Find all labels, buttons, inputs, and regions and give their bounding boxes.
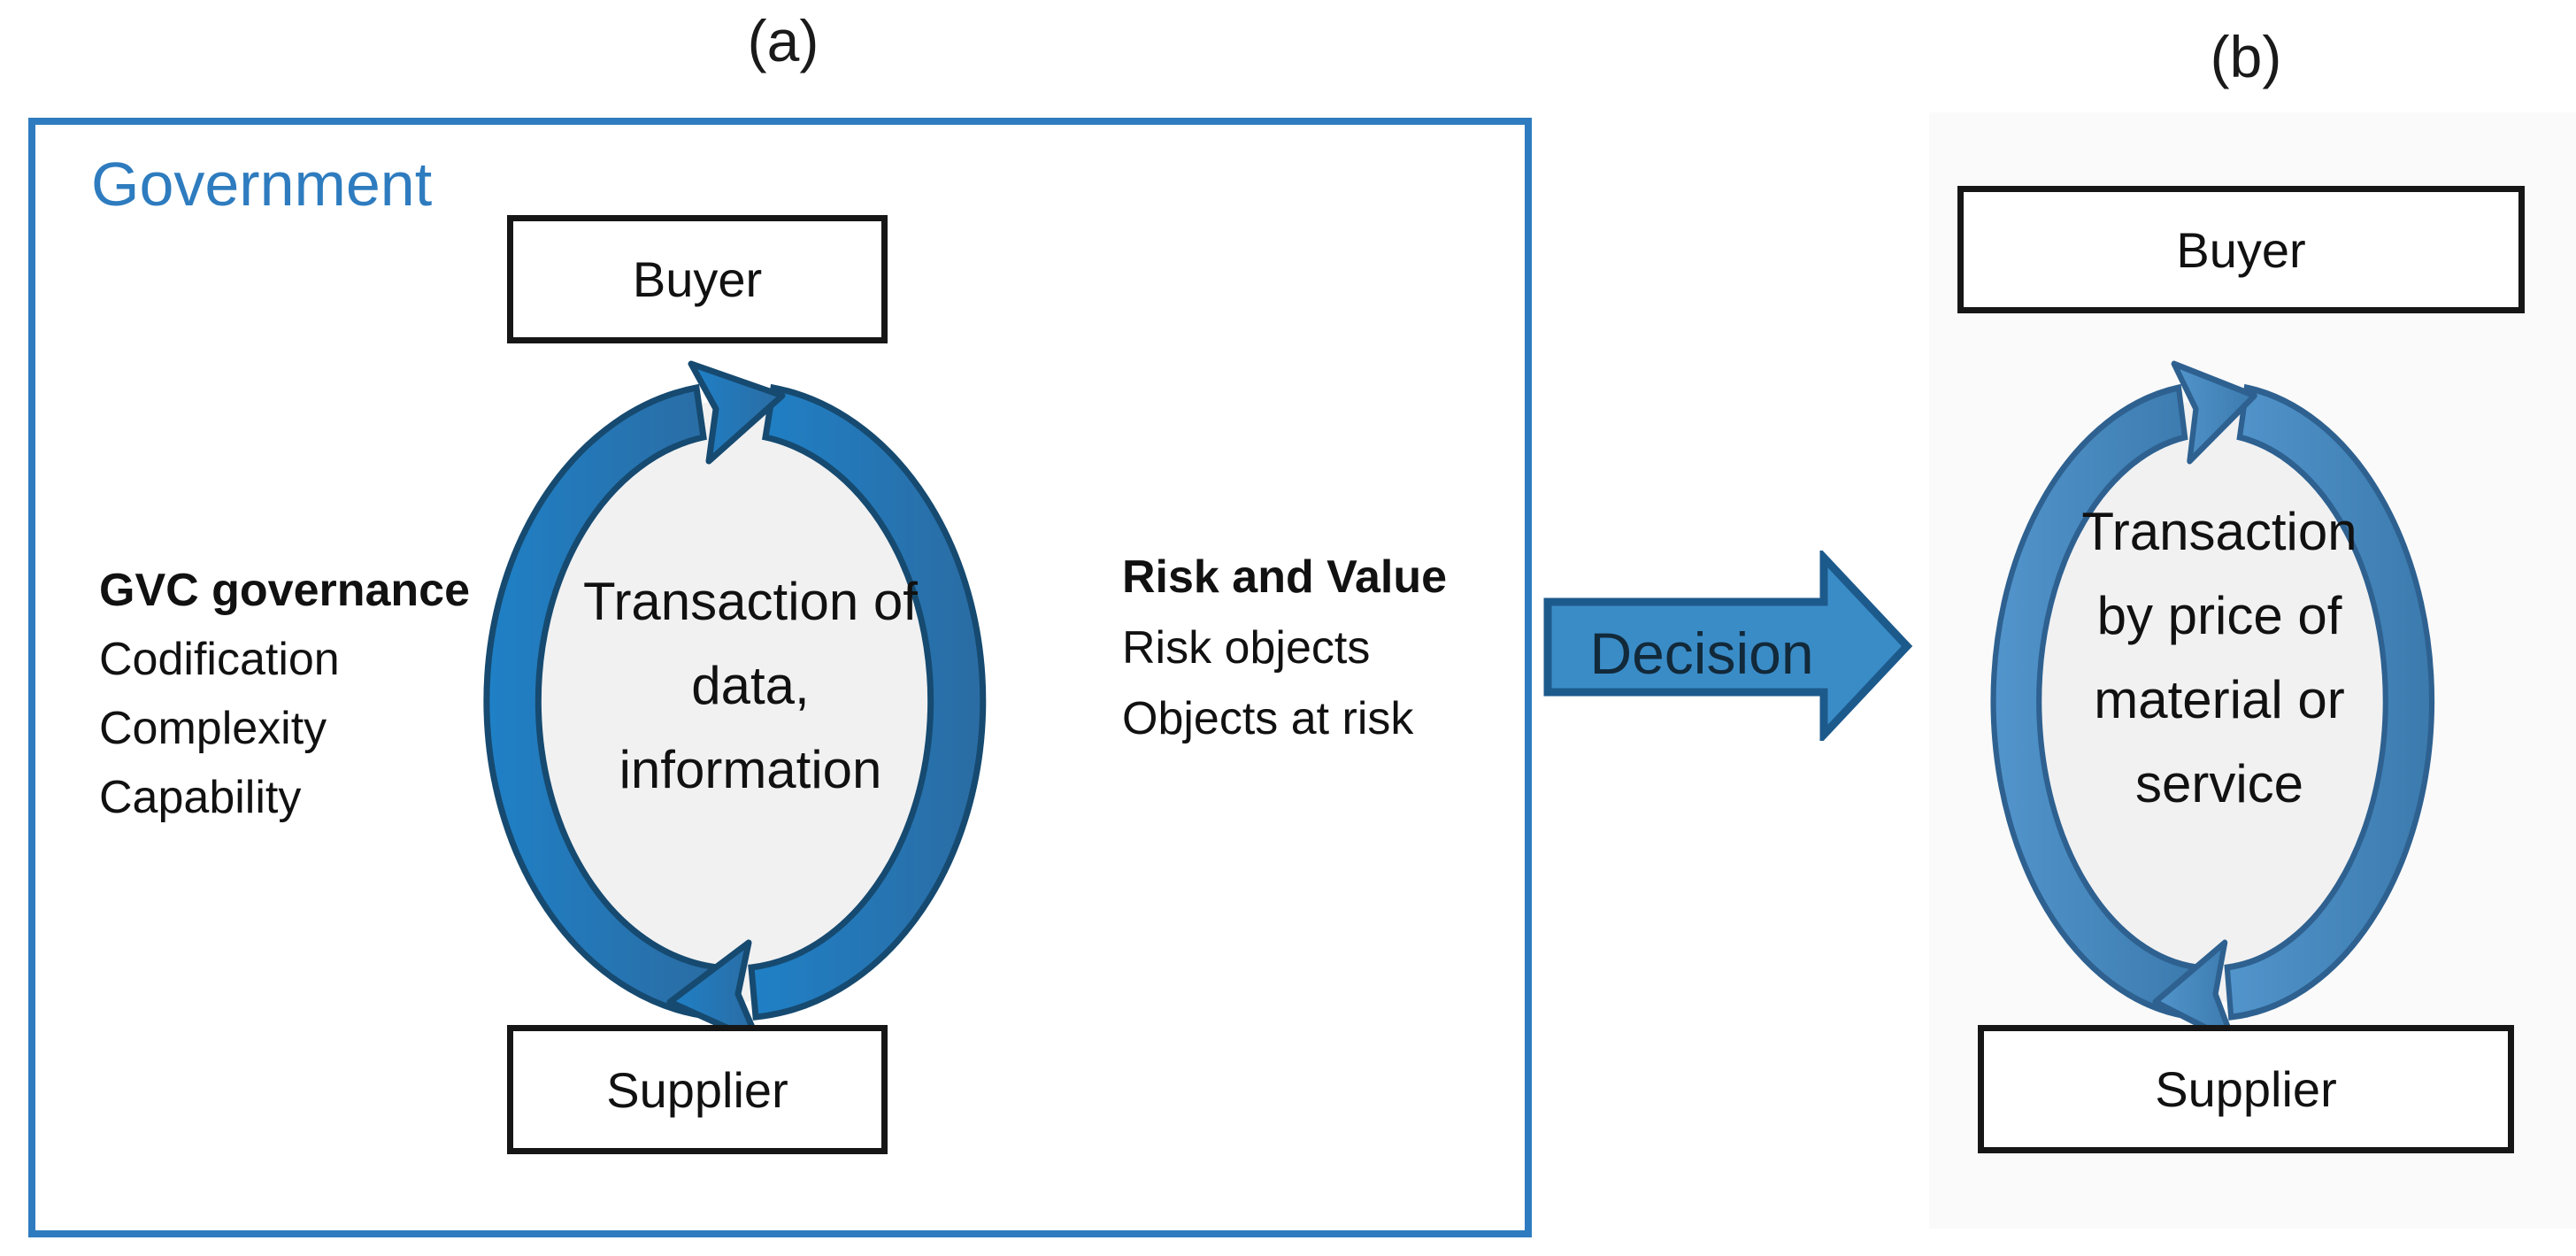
cycle-text-line: data, <box>691 656 810 715</box>
buyer-box-a: Buyer <box>507 215 888 343</box>
supplier-box-b: Supplier <box>1978 1025 2514 1153</box>
cycle-arrows-a-icon <box>483 360 987 1045</box>
cycle-arrows-b-icon <box>1990 360 2435 1045</box>
supplier-box-a: Supplier <box>507 1025 888 1154</box>
cycle-text-line: Transaction of <box>583 572 918 631</box>
risk-value-header: Risk and Value <box>1122 551 1448 603</box>
cycle-arc-left <box>483 383 721 1021</box>
cycle-arc-right <box>748 383 987 1021</box>
cycle-arc-right <box>2224 383 2435 1021</box>
buyer-box-b: Buyer <box>1957 186 2525 313</box>
list-item: Risk objects <box>1122 622 1371 674</box>
cycle-disc <box>2012 400 2412 1002</box>
buyer-label-a: Buyer <box>632 251 763 307</box>
decision-arrow-shape <box>1543 551 1913 741</box>
list-item: Complexity <box>99 703 327 754</box>
gvc-governance-header: GVC governance <box>99 565 471 616</box>
cycle-arrowhead-top-icon <box>2171 360 2257 465</box>
list-item: Capability <box>99 772 302 823</box>
cycle-text-line: material or <box>2094 670 2345 729</box>
cycle-center-text-a: Transaction of data, information <box>507 559 994 812</box>
decision-label: Decision <box>1589 620 1814 686</box>
cycle-arrowhead-top-icon <box>688 360 786 465</box>
panel-a-label: (a) <box>747 8 819 73</box>
supplier-label-a: Supplier <box>606 1061 788 1118</box>
panel-b-label: (b) <box>2210 24 2282 89</box>
cycle-text-line: service <box>2134 754 2304 813</box>
cycle-center-text-b: Transaction by price of material or serv… <box>1976 489 2463 826</box>
cycle-text-line: Transaction <box>2081 502 2357 561</box>
government-label: Government <box>91 150 433 219</box>
supplier-label-b: Supplier <box>2155 1061 2337 1117</box>
cycle-arc-left <box>1990 383 2201 1021</box>
decision-arrow-icon <box>1543 551 1913 741</box>
gvc-governance-list: GVC governance Codification Complexity C… <box>99 556 470 832</box>
cycle-text-line: by price of <box>2096 586 2342 645</box>
risk-value-list: Risk and Value Risk objects Objects at r… <box>1122 542 1447 754</box>
list-item: Objects at risk <box>1122 693 1414 744</box>
list-item: Codification <box>99 634 340 685</box>
cycle-disc <box>509 400 960 1002</box>
cycle-text-line: information <box>619 740 882 799</box>
buyer-label-b: Buyer <box>2176 221 2306 278</box>
